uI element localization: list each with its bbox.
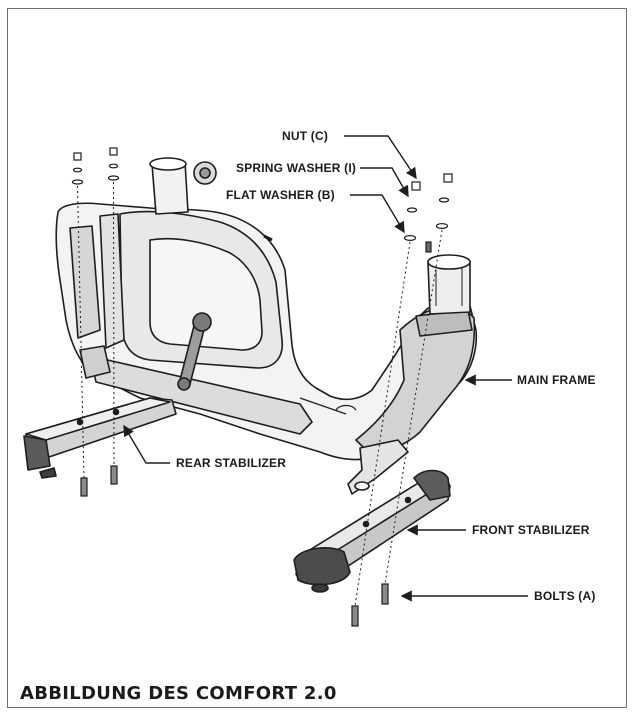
rear-stabilizer-part xyxy=(23,397,177,479)
spring-washer-label: SPRING WASHER (I) xyxy=(236,161,357,175)
main-frame-label: MAIN FRAME xyxy=(517,373,596,387)
front-stabilizer-label: FRONT STABILIZER xyxy=(472,523,590,537)
assembly-guide-lines xyxy=(77,181,443,607)
callout-leaders xyxy=(123,135,528,602)
flat-washer-leader xyxy=(350,194,405,234)
front-stabilizer-part xyxy=(293,469,451,593)
main-frame-part xyxy=(55,157,478,495)
bolts-label: BOLTS (A) xyxy=(534,589,596,603)
fastener-hardware xyxy=(71,147,453,627)
flat-washer-label: FLAT WASHER (B) xyxy=(226,188,335,202)
nut-leader xyxy=(344,135,417,180)
nut-label: NUT (C) xyxy=(282,129,329,143)
spring-washer-leader xyxy=(360,167,409,198)
figure-caption: ABBILDUNG DES COMFORT 2.0 xyxy=(20,683,337,704)
rear-stabilizer-leader xyxy=(123,424,170,464)
figure-border xyxy=(7,8,627,708)
rear-stabilizer-label: REAR STABILIZER xyxy=(176,456,287,470)
